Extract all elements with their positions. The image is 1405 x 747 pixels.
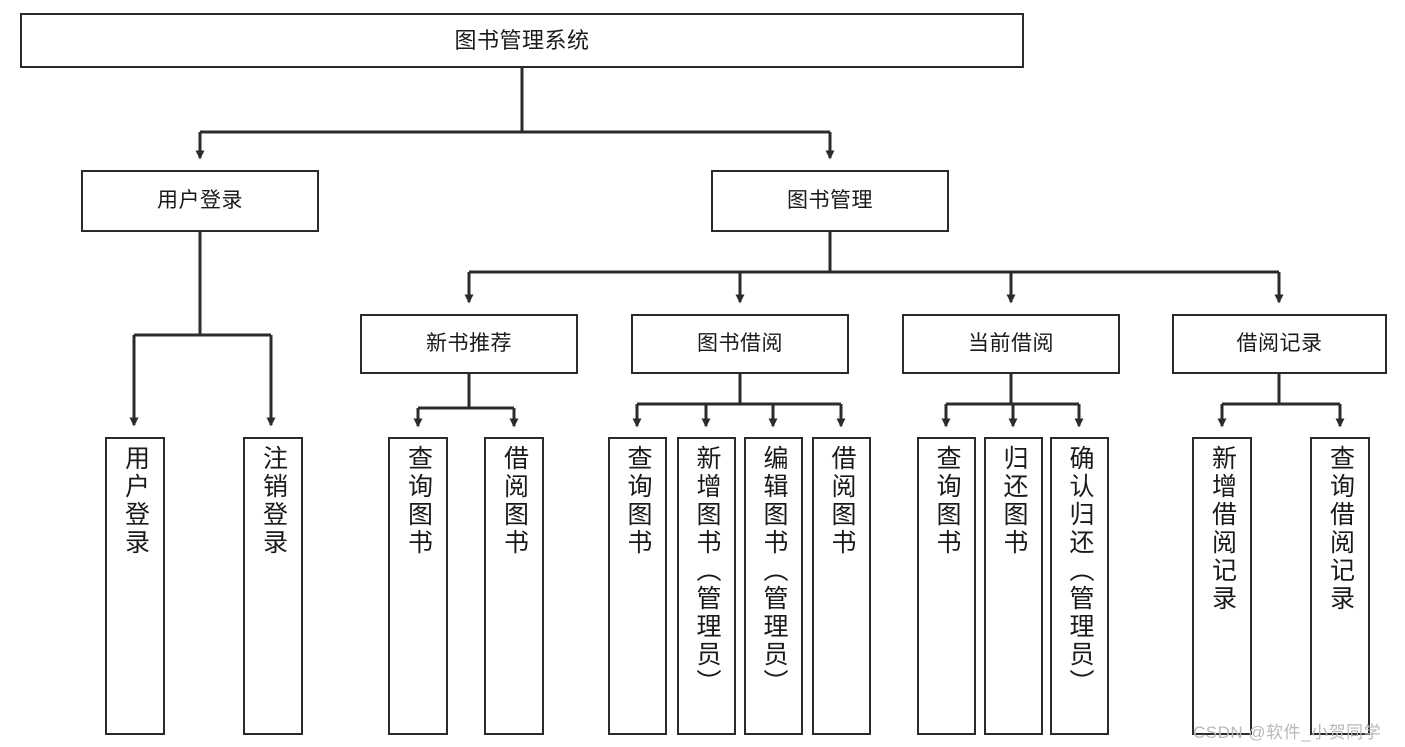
node-label: 新增图书（管理员） [693, 445, 721, 697]
node-label: 借阅图书 [828, 445, 856, 557]
node-leaf-add-book-admin[interactable]: 新增图书（管理员） [677, 437, 736, 735]
node-leaf-user-logout[interactable]: 注销登录 [243, 437, 303, 735]
node-leaf-return-book[interactable]: 归还图书 [984, 437, 1043, 735]
node-leaf-add-borrow-record[interactable]: 新增借阅记录 [1192, 437, 1252, 735]
node-leaf-query-book-2[interactable]: 查询图书 [608, 437, 667, 735]
node-leaf-user-login[interactable]: 用户登录 [105, 437, 165, 735]
node-leaf-query-borrow-record[interactable]: 查询借阅记录 [1310, 437, 1370, 735]
node-book-manage[interactable]: 图书管理 [711, 170, 949, 232]
node-new-book-recommend[interactable]: 新书推荐 [360, 314, 578, 374]
node-label: 当前借阅 [968, 331, 1054, 355]
node-label: 用户登录 [121, 445, 150, 557]
watermark: CSDN @软件_小贺同学 [1193, 723, 1382, 742]
node-label: 图书借阅 [697, 331, 783, 355]
node-label: 查询图书 [404, 445, 433, 557]
node-leaf-query-book-1[interactable]: 查询图书 [388, 437, 448, 735]
node-label: 新增借阅记录 [1208, 445, 1237, 613]
node-label: 编辑图书（管理员） [760, 445, 788, 697]
node-label: 查询图书 [624, 445, 652, 557]
node-root-system[interactable]: 图书管理系统 [20, 13, 1024, 68]
node-leaf-confirm-return-admin[interactable]: 确认归还（管理员） [1050, 437, 1109, 735]
node-label: 借阅图书 [500, 445, 529, 557]
node-label: 借阅记录 [1236, 331, 1323, 355]
node-label: 图书管理 [787, 188, 873, 212]
node-borrow-record[interactable]: 借阅记录 [1172, 314, 1387, 374]
node-leaf-query-book-3[interactable]: 查询图书 [917, 437, 976, 735]
node-book-borrow[interactable]: 图书借阅 [631, 314, 849, 374]
node-user-login[interactable]: 用户登录 [81, 170, 319, 232]
node-label: 用户登录 [157, 188, 243, 212]
node-label: 确认归还（管理员） [1066, 445, 1094, 697]
node-label: 新书推荐 [426, 331, 512, 355]
node-leaf-borrow-book-2[interactable]: 借阅图书 [812, 437, 871, 735]
node-current-borrow[interactable]: 当前借阅 [902, 314, 1120, 374]
node-label: 归还图书 [1000, 445, 1028, 557]
node-label: 图书管理系统 [454, 27, 590, 53]
node-leaf-edit-book-admin[interactable]: 编辑图书（管理员） [744, 437, 803, 735]
node-label: 注销登录 [259, 445, 288, 557]
node-label: 查询借阅记录 [1326, 445, 1355, 613]
node-label: 查询图书 [933, 445, 961, 557]
node-leaf-borrow-book-1[interactable]: 借阅图书 [484, 437, 544, 735]
